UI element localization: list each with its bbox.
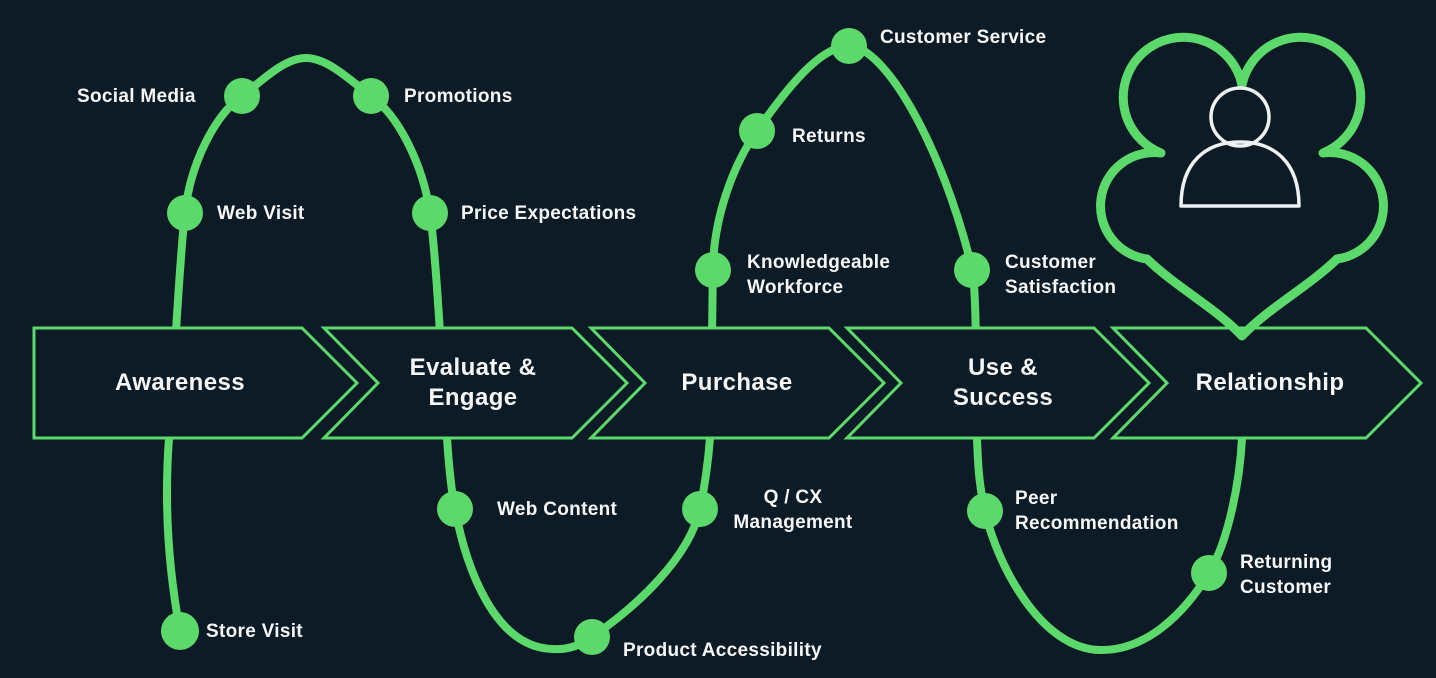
touchpoint-label-line: Customer <box>1005 252 1097 273</box>
person-icon <box>1209 86 1271 148</box>
stage-banner-relationship <box>1109 326 1424 440</box>
touchpoint-dot-knowledgeable-workforce <box>695 252 731 288</box>
touchpoint-label-line: Recommendation <box>1015 513 1179 534</box>
touchpoint-label-line: Price Expectations <box>461 203 637 224</box>
stage-banner-evaluate-engage <box>320 326 630 440</box>
stage-label-line: Relationship <box>1195 369 1345 396</box>
heart-icon <box>1096 32 1388 341</box>
touchpoint-dot-customer-service <box>831 28 867 64</box>
touchpoint-dot-social-media <box>224 78 260 114</box>
touchpoint-label-line: Web Visit <box>217 203 305 224</box>
touchpoint-dot-product-accessibility <box>574 619 610 655</box>
label-web-content: Web Content <box>497 497 617 522</box>
touchpoint-label-line: Social Media <box>77 86 196 107</box>
label-store-visit: Store Visit <box>206 619 303 644</box>
touchpoint-label-line: Management <box>733 512 853 533</box>
touchpoint-label-line: Knowledgeable <box>747 252 891 273</box>
touchpoint-label-line: Workforce <box>747 277 844 298</box>
label-q-cx-management: Q / CX Management <box>727 485 859 535</box>
label-returns: Returns <box>792 124 866 149</box>
touchpoint-dot-customer-satisfaction <box>954 252 990 288</box>
touchpoint-label-line: Customer Service <box>880 27 1047 48</box>
label-knowledgeable-workforce: Knowledgeable Workforce <box>747 250 890 300</box>
touchpoint-dot-returning-customer <box>1191 555 1227 591</box>
stage-label-line: Engage <box>428 384 518 411</box>
stage-banner-purchase <box>587 326 887 440</box>
touchpoint-label-line: Satisfaction <box>1005 277 1117 298</box>
touchpoint-label-line: Peer <box>1015 488 1058 509</box>
stage-label-line: Awareness <box>115 369 245 396</box>
stage-banner-use-success <box>843 326 1152 440</box>
label-web-visit: Web Visit <box>217 201 305 226</box>
touchpoint-label-line: Customer <box>1240 577 1332 598</box>
touchpoint-label-line: Store Visit <box>206 621 303 642</box>
label-social-media: Social Media <box>77 84 196 109</box>
stage-label-line: Use & <box>967 354 1039 381</box>
touchpoint-label-line: Web Content <box>497 499 618 520</box>
touchpoint-label-line: Q / CX <box>763 487 823 508</box>
stage-label-evaluate-engage: Evaluate & Engage <box>410 353 537 413</box>
touchpoint-label-line: Promotions <box>404 86 513 107</box>
touchpoint-dot-peer-recommendation <box>967 493 1003 529</box>
touchpoint-dot-returns <box>739 113 775 149</box>
stage-label-awareness: Awareness <box>115 368 245 398</box>
stage-label-line: Purchase <box>681 369 793 396</box>
touchpoint-dot-web-visit <box>167 195 203 231</box>
stage-label-purchase: Purchase <box>681 368 792 398</box>
label-price-expectations: Price Expectations <box>461 201 636 226</box>
stage-label-line: Evaluate & <box>409 354 537 381</box>
label-customer-satisfaction: Customer Satisfaction <box>1005 250 1116 300</box>
touchpoint-dot-q-cx-management <box>682 491 718 527</box>
stage-banner-awareness <box>32 326 360 440</box>
stage-label-relationship: Relationship <box>1196 368 1345 398</box>
label-peer-recommendation: Peer Recommendation <box>1015 486 1179 536</box>
touchpoint-dot-price-expectations <box>412 195 448 231</box>
stage-label-use-success: Use & Success <box>953 353 1053 413</box>
label-customer-service: Customer Service <box>880 25 1046 50</box>
touchpoint-label-line: Returns <box>792 126 866 147</box>
touchpoint-dot-store-visit <box>161 612 199 650</box>
person-shoulders-icon <box>1179 140 1301 208</box>
stage-label-line: Success <box>952 384 1054 411</box>
label-product-accessibility: Product Accessibility <box>623 638 822 663</box>
label-promotions: Promotions <box>404 84 513 109</box>
label-returning-customer: Returning Customer <box>1240 550 1332 600</box>
touchpoint-label-line: Returning <box>1240 552 1333 573</box>
touchpoint-label-line: Product Accessibility <box>623 640 822 661</box>
touchpoint-dot-web-content <box>437 491 473 527</box>
touchpoint-dot-promotions <box>353 78 389 114</box>
